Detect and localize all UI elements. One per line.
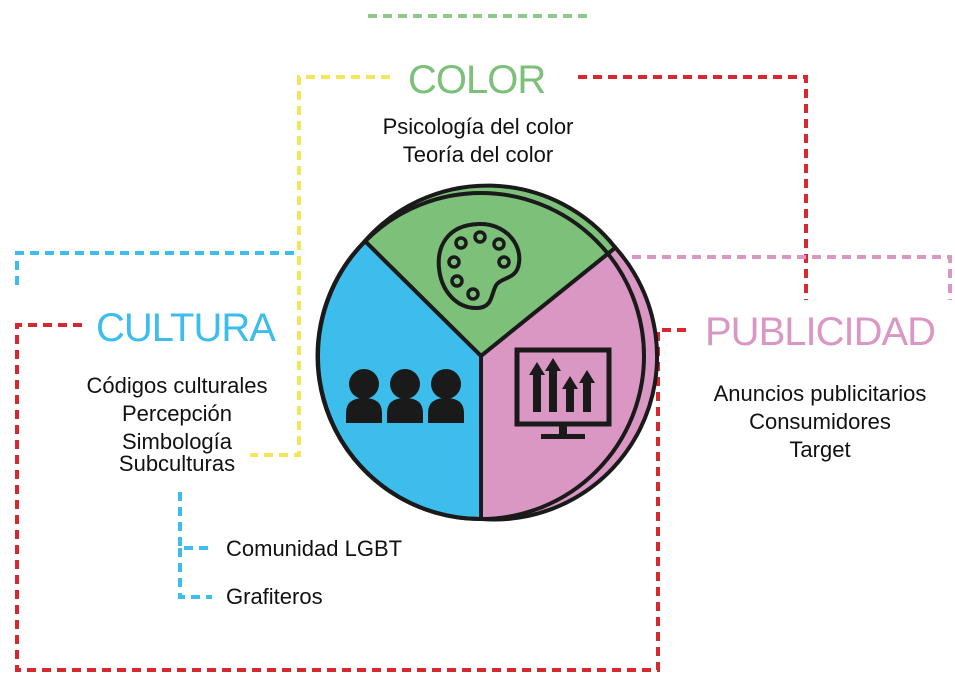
subculture-item: Grafiteros [226, 584, 323, 609]
people-icon [346, 369, 464, 423]
blue-subculture-branch-1 [178, 492, 212, 550]
color-item: Psicología del color [382, 114, 574, 139]
publicidad-item: Anuncios publicitarios [713, 381, 927, 406]
yellow-connector [250, 75, 390, 457]
publicidad-title: PUBLICIDAD [705, 310, 936, 354]
blue-subculture-branch-2 [178, 548, 212, 599]
publicidad-item: Consumidores [749, 409, 891, 434]
color-title: COLOR [408, 58, 546, 102]
subculture-item: Comunidad LGBT [226, 536, 403, 561]
central-wheel [315, 183, 660, 522]
cultura-items: Códigos culturales Percepción Simbología… [54, 372, 300, 478]
cultura-item: Simbología [121, 429, 233, 454]
cultura-item: Percepción [121, 401, 233, 426]
red-connector-loop [15, 323, 690, 672]
wheel-sector-color [362, 183, 619, 359]
cultura-item: Códigos culturales [86, 373, 268, 398]
cultura-item: Subculturas [118, 451, 236, 476]
palette-icon [436, 221, 522, 311]
color-item: Teoría del color [402, 142, 554, 167]
publicidad-item: Target [789, 437, 851, 462]
cultura-title: CULTURA [96, 306, 276, 350]
red-connector-color [578, 75, 808, 300]
growth-chart-monitor-icon [514, 347, 612, 439]
color-items: Psicología del color Teoría del color [360, 113, 596, 169]
pink-connector-publicidad [632, 255, 952, 300]
publicidad-items: Anuncios publicitarios Consumidores Targ… [686, 380, 954, 464]
blue-connector-cultura [15, 251, 299, 285]
